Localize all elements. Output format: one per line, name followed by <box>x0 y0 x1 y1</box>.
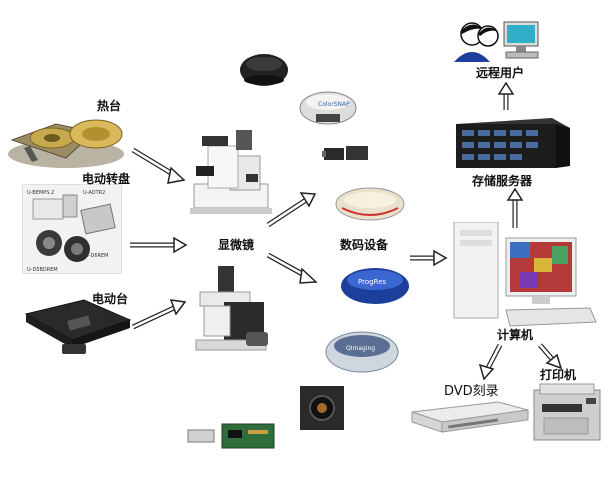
computer-image <box>453 222 597 327</box>
digital-device-label: 数码设备 <box>340 238 389 252</box>
camera-brand-label: ColorSNAP <box>318 101 350 108</box>
arrow-computer-to-dvd <box>478 343 503 381</box>
hot-stage-label: 热台 <box>97 99 122 113</box>
rotary-model-label: U-D5BDREM <box>27 267 58 273</box>
dvd-burner-label: DVD刻录 <box>444 384 499 399</box>
motorized-stage-image <box>24 299 132 354</box>
motorized-stage-label: 电动台 <box>92 292 129 306</box>
inverted-microscope-image <box>195 266 268 351</box>
upright-microscope-image <box>190 130 272 214</box>
arrow-hotstage-to-microscope <box>131 147 186 184</box>
rotary-model-label: U-D6REM <box>85 253 108 259</box>
rotary-model-label: U-AOTR2 <box>83 190 105 196</box>
arrow-microscope-to-digital-upper <box>266 192 317 228</box>
printer-label: 打印机 <box>540 368 577 382</box>
motorized-rotary-label: 电动转盘 <box>82 172 131 186</box>
arrow-rotary-to-microscope <box>130 236 188 254</box>
printer-image <box>533 383 601 441</box>
qimaging-camera-image: QImaging <box>325 331 399 373</box>
camera-image <box>240 54 288 86</box>
storage-server-image <box>456 118 570 168</box>
microscope-label: 显微镜 <box>218 238 255 252</box>
color-camera-image: ColorSNAP <box>299 91 357 125</box>
computer-label: 计算机 <box>497 328 534 342</box>
arrow-computer-to-server <box>506 187 524 228</box>
round-camera-image <box>335 187 405 221</box>
dvd-burner-image <box>411 401 529 433</box>
motorized-rotary-image: U-BEMPS.2 U-AOTR2 U-D5BDREM U-D6REM <box>22 184 122 274</box>
arrow-microscope-to-digital-lower <box>266 252 318 284</box>
storage-server-label: 存储服务器 <box>472 174 533 188</box>
rotary-model-label: U-BEMPS.2 <box>27 190 54 196</box>
capture-card-image <box>187 423 275 449</box>
camera-brand-label: QImaging <box>346 345 375 352</box>
remote-users-image <box>454 21 539 62</box>
hot-stage-image <box>8 119 124 168</box>
progres-camera-image: ProgRes <box>341 268 409 304</box>
arrow-digital-to-computer <box>410 249 448 267</box>
camera-brand-label: ProgRes <box>358 278 386 286</box>
arrow-computer-to-printer <box>538 343 563 370</box>
arrow-server-to-remote <box>497 81 515 110</box>
ccd-camera-image <box>322 146 368 160</box>
cube-camera-image <box>300 386 344 430</box>
arrow-stage-to-microscope <box>131 299 187 330</box>
remote-user-label: 远程用户 <box>476 66 525 80</box>
